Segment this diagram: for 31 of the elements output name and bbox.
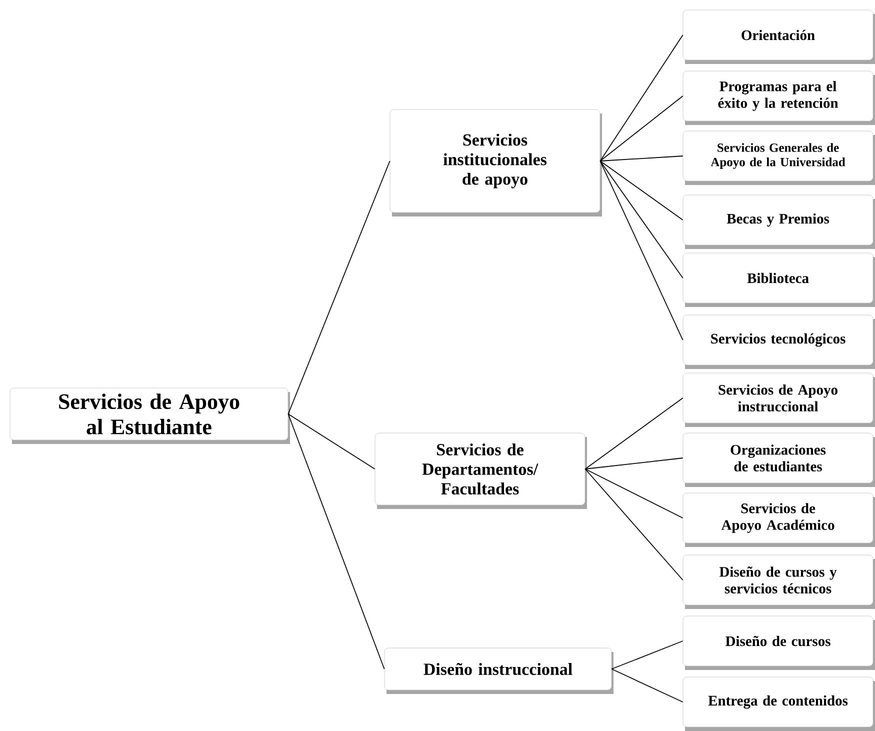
connector-line (600, 34, 684, 162)
connector-line (611, 668, 684, 702)
service-box: Diseño de cursos y servicios técnicos (682, 554, 875, 609)
category-box: Servicios institucionales de apoyo (390, 109, 602, 216)
connector-line (600, 156, 684, 162)
connector-line (600, 160, 684, 220)
connector-line (288, 160, 390, 414)
service-box: Entrega de contenidos (682, 676, 875, 731)
category-box: Diseño instruccional (384, 648, 614, 694)
connector-line (600, 160, 684, 340)
category-box: Servicios de Departamentos/ Facultades (374, 432, 587, 509)
connector-line (584, 458, 684, 470)
connector-line (584, 468, 684, 580)
service-box: Orientación (682, 10, 875, 64)
connector-line (584, 468, 684, 518)
service-box: Servicios Generales de Apoyo de la Universidad (682, 130, 875, 185)
connector-line (584, 398, 684, 470)
connector-line (288, 414, 385, 670)
service-box: Programas para el éxito y la retención (682, 70, 875, 125)
connector-line (611, 640, 684, 670)
connector-line (600, 96, 684, 162)
connector-line (600, 160, 684, 278)
root-box: Servicios de Apoyo al Estudiante (10, 388, 290, 444)
service-box: Servicios de Apoyo Académico (682, 492, 875, 547)
service-box: Biblioteca (682, 252, 875, 307)
service-box: Becas y Premios (682, 194, 875, 249)
service-box: Servicios tecnológicos (682, 314, 875, 369)
service-box: Organizaciones de estudiantes (682, 432, 875, 487)
connector-line (288, 414, 376, 470)
service-box: Servicios de Apoyo instruccional (682, 372, 875, 427)
service-box: Diseño de cursos (682, 616, 875, 670)
